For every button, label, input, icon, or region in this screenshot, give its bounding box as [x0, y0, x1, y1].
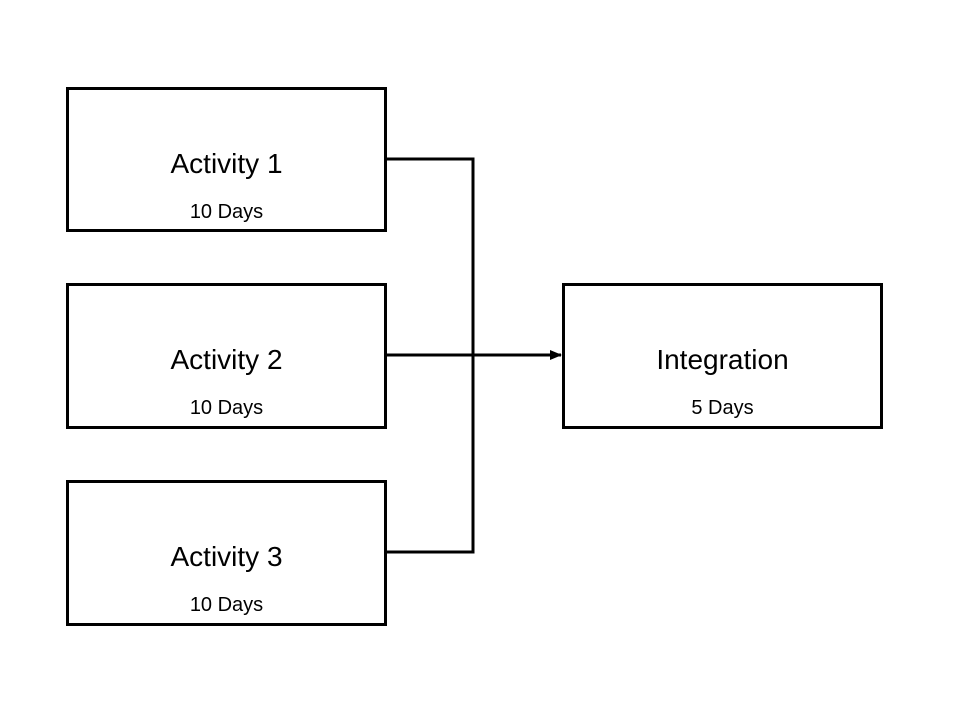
- activity-3-title: Activity 3: [170, 541, 283, 572]
- integration-title: Integration: [656, 344, 789, 375]
- integration-duration: 5 Days: [691, 397, 754, 419]
- activity-1-box: Activity 1 10 Days: [66, 87, 387, 232]
- connector-activity-3: [387, 355, 475, 554]
- activity-3-duration: 10 Days: [189, 594, 264, 616]
- activity-2-title: Activity 2: [170, 344, 283, 375]
- activity-2-duration: 10 Days: [189, 397, 264, 419]
- activity-2-box: Activity 2 10 Days: [66, 283, 387, 429]
- activity-1-duration: 10 Days: [189, 201, 264, 223]
- connector-activity-1: [387, 157, 475, 355]
- integration-box: Integration 5 Days: [562, 283, 883, 429]
- activity-3-box: Activity 3 10 Days: [66, 480, 387, 626]
- activity-1-title: Activity 1: [170, 148, 283, 179]
